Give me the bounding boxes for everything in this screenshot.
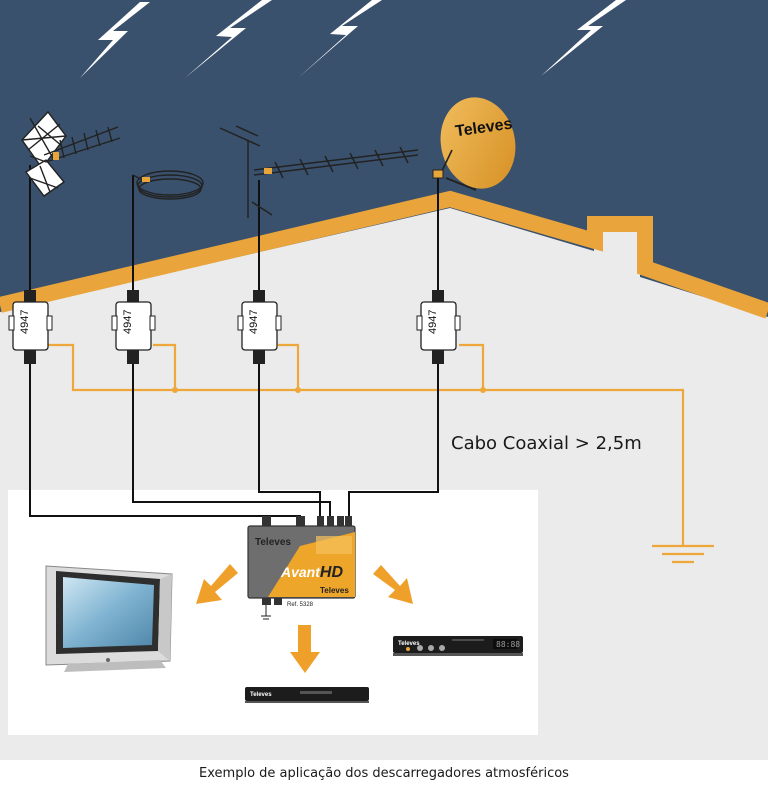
figure-caption: Exemplo de aplicação dos descarregadores… (199, 766, 569, 781)
amplifier-name-hd: HD (320, 564, 344, 581)
ground-wire (48, 343, 685, 545)
uhf-antenna (21, 110, 121, 197)
svg-text:AvantHD: AvantHD (280, 564, 343, 581)
amplifier-logo: Televes (255, 537, 291, 548)
amplifier-brand: Televes (320, 586, 349, 595)
ground-symbol-icon (652, 544, 714, 564)
coax-cable-label: Cabo Coaxial > 2,5m (451, 433, 642, 454)
surge-arrester: 4947 (111, 290, 156, 364)
arrester-code: 4947 (19, 310, 31, 334)
yagi-antenna (219, 125, 419, 218)
satellite-dish: Televes (432, 97, 516, 191)
ground-junctions (172, 387, 486, 393)
receiver-display: 88:88 (496, 640, 520, 649)
lightning-bolt-icon (80, 0, 626, 78)
loop-connector (142, 177, 150, 182)
surge-arrester: 4947 (8, 290, 53, 364)
arrester-code: 4947 (248, 310, 260, 334)
receiver-logo: Televes (398, 641, 420, 647)
arrester-code: 4947 (122, 310, 134, 334)
roof-edge (0, 190, 768, 319)
amplifier-ref: Ref. 5328 (287, 602, 314, 608)
arrester-code: 4947 (427, 310, 439, 334)
yagi-connector (264, 168, 272, 174)
dtt-receiver: Televes (245, 687, 369, 703)
dtt-logo: Televes (250, 692, 272, 698)
amplifier-name: Avant (280, 564, 321, 580)
flat-tv (45, 565, 173, 672)
surge-arrester: 4947 (237, 290, 282, 364)
satellite-receiver: Televes 88:88 (393, 636, 523, 656)
avant-hd-amplifier: Televes AvantHD Televes Ref. 5328 (247, 516, 356, 620)
surge-arrester: 4947 (416, 290, 461, 364)
arrow-icon (196, 564, 413, 673)
fm-loop-antenna (132, 170, 204, 200)
antenna-balun (53, 152, 59, 160)
